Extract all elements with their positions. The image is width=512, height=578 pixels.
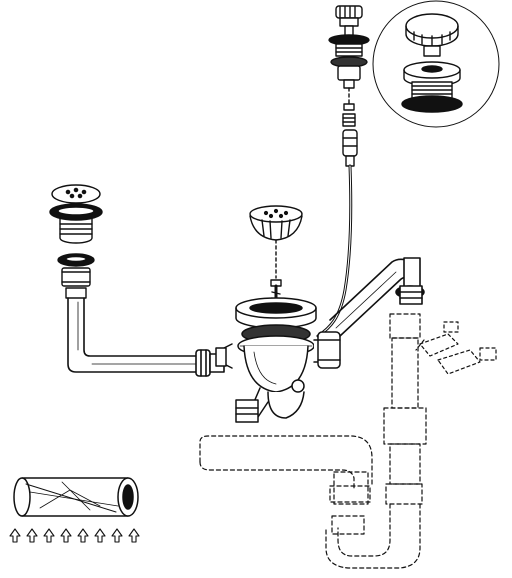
optional-dashed-trap bbox=[199, 435, 373, 503]
main-drain-body bbox=[215, 297, 341, 423]
arrow-markers bbox=[9, 528, 140, 543]
overflow-pipe bbox=[329, 257, 425, 337]
up-arrow-icon bbox=[26, 528, 38, 543]
up-arrow-icon bbox=[43, 528, 55, 543]
up-arrow-icon bbox=[111, 528, 123, 543]
overflow-knob bbox=[328, 5, 370, 127]
tube-sample bbox=[13, 477, 139, 517]
cable-control bbox=[316, 129, 358, 338]
connection-pipe bbox=[67, 297, 225, 377]
overflow-valve-detail bbox=[372, 0, 500, 128]
basket-strainer-center bbox=[249, 205, 303, 318]
basket-strainer-left bbox=[49, 184, 103, 299]
appliance-branch bbox=[415, 321, 497, 375]
up-arrow-icon bbox=[94, 528, 106, 543]
up-arrow-icon bbox=[77, 528, 89, 543]
up-arrow-icon bbox=[9, 528, 21, 543]
up-arrow-icon bbox=[128, 528, 140, 543]
trap-assembly bbox=[325, 313, 427, 569]
up-arrow-icon bbox=[60, 528, 72, 543]
